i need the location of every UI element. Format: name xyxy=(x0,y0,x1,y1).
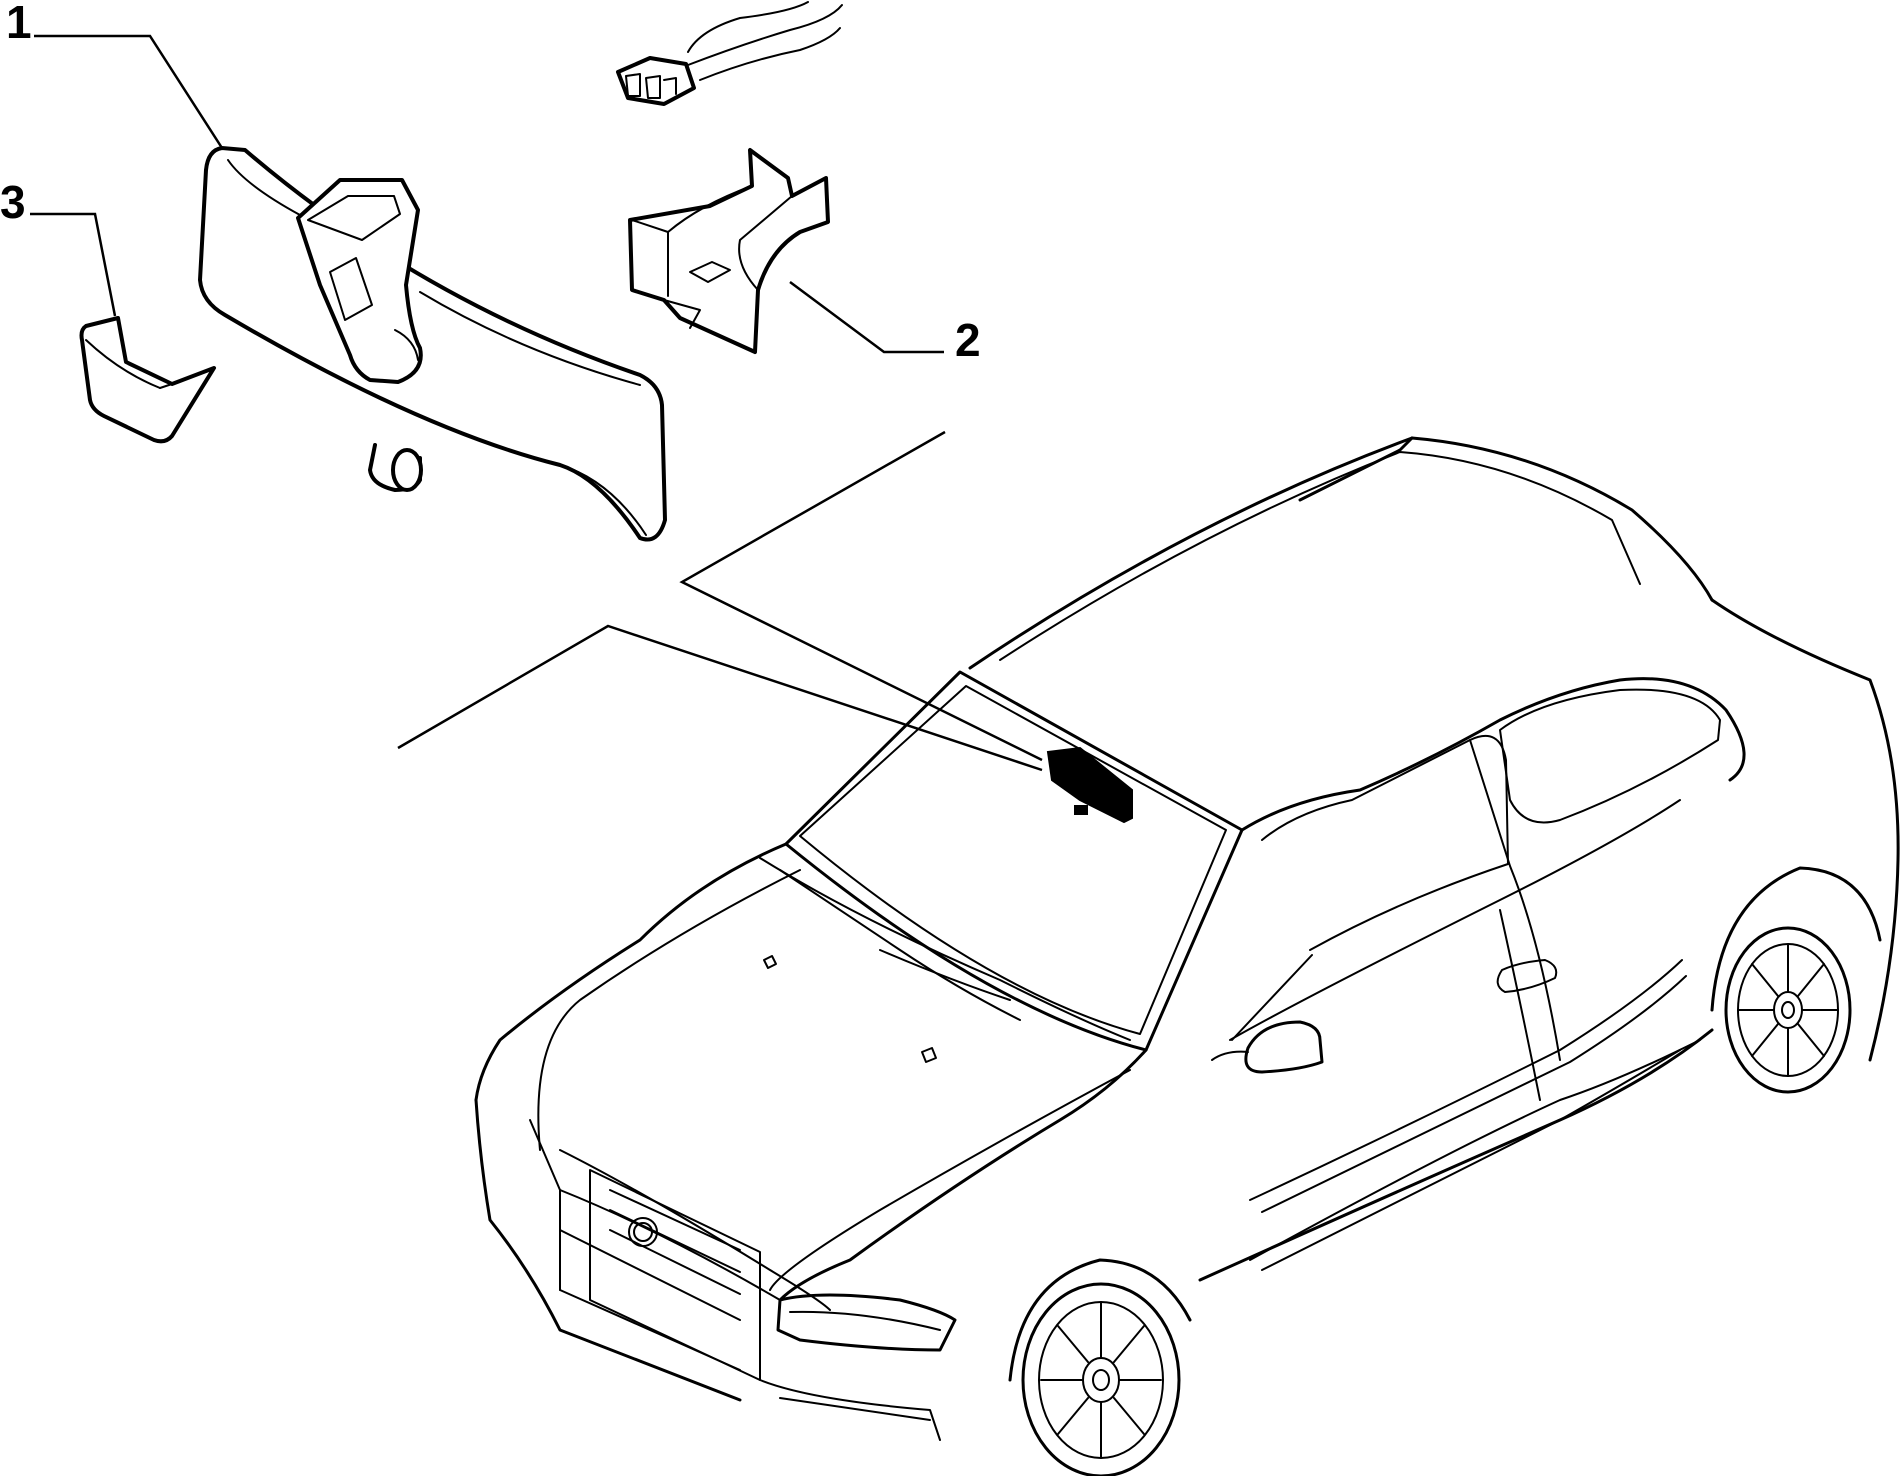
interior-mirror-icon xyxy=(198,146,667,542)
pointer-line-lower xyxy=(397,624,1043,772)
wiring-connector-icon xyxy=(616,1,843,106)
mirror-location-peg xyxy=(1074,805,1088,815)
callout-1: 1 xyxy=(6,0,32,48)
leader-line-2 xyxy=(789,280,944,354)
mirror-cover-icon xyxy=(79,316,216,444)
leader-line-3 xyxy=(30,212,117,317)
callout-3: 3 xyxy=(0,176,26,228)
rear-wheel-icon xyxy=(1724,926,1852,1094)
mirror-location-marker xyxy=(1046,746,1133,824)
pointer-line-upper xyxy=(679,430,1043,762)
car-outline-icon xyxy=(474,436,1900,1476)
leader-line-1 xyxy=(34,34,224,149)
front-wheel-icon xyxy=(1021,1282,1181,1476)
callout-2: 2 xyxy=(955,314,981,366)
mirror-bracket-icon xyxy=(628,148,830,354)
